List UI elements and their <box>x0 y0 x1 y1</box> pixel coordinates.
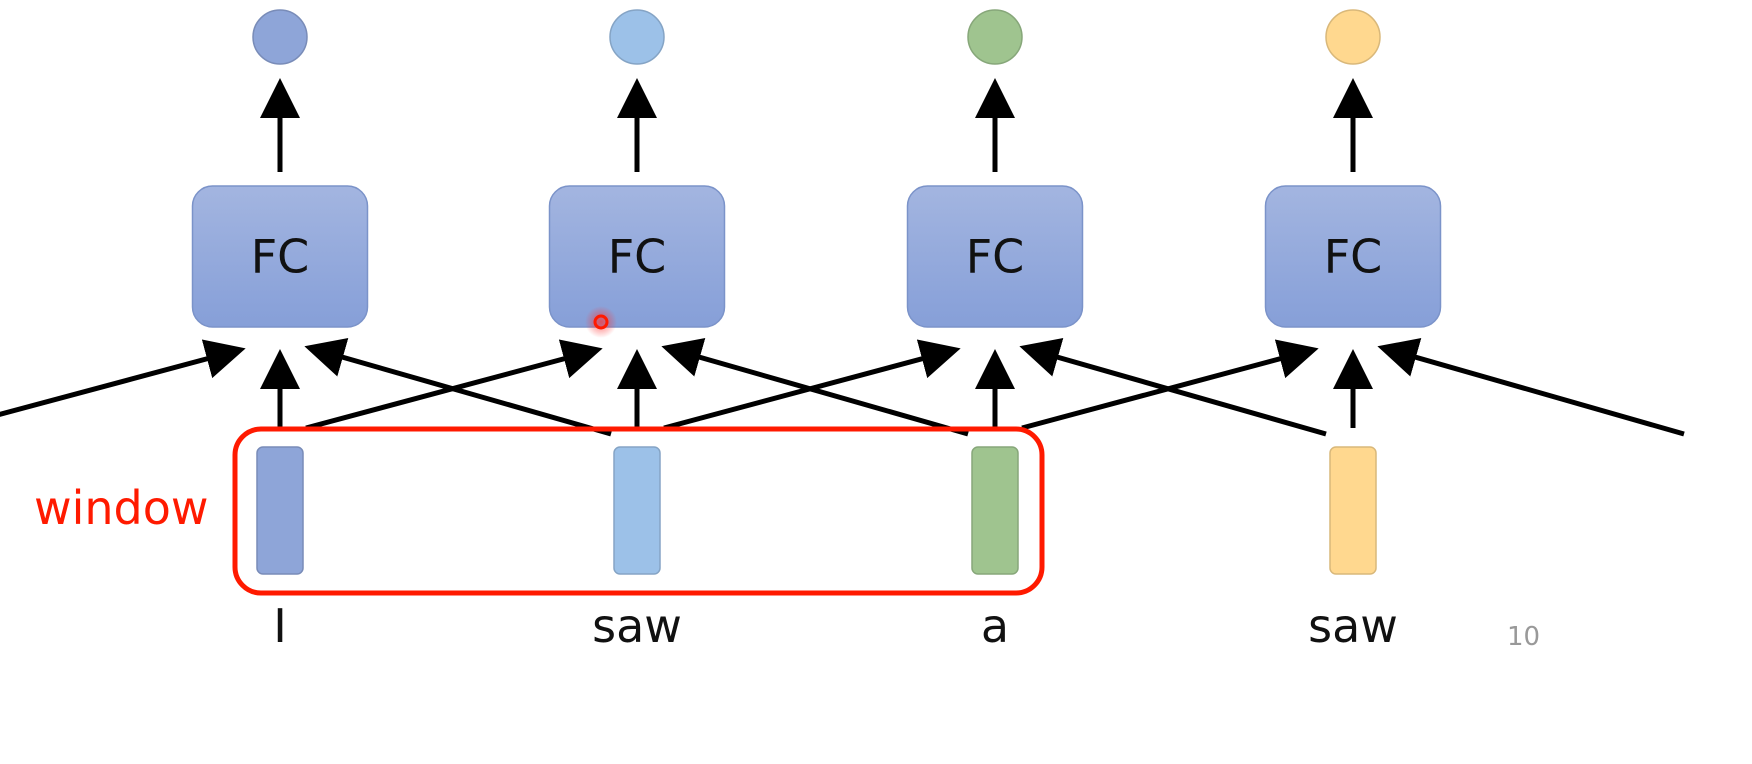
input-arrow-from-next <box>661 338 969 437</box>
fc-block-label: FC <box>1324 230 1383 284</box>
fc-block: FC <box>191 185 369 328</box>
word-label: saw <box>1308 599 1398 653</box>
output-nodes <box>252 9 1381 65</box>
input-arrow-from-next <box>304 338 612 437</box>
output-node <box>252 9 308 65</box>
output-node <box>967 9 1023 65</box>
input-arrow-from-next <box>1377 338 1685 437</box>
word-vector <box>256 446 304 575</box>
input-arrow-from-previous <box>663 339 961 431</box>
input-arrow-from-previous <box>1021 339 1319 431</box>
word-vector <box>1329 446 1377 575</box>
input-arrow-from-previous <box>305 339 603 431</box>
fc-block-body <box>906 185 1084 328</box>
fc-block-label: FC <box>608 230 667 284</box>
edges-layer <box>0 78 1685 437</box>
window-label: window <box>34 481 209 535</box>
fc-block-body <box>1264 185 1442 328</box>
fc-layer: FC FC FC FC <box>191 185 1442 328</box>
fc-block: FC <box>1264 185 1442 328</box>
page-number: 10 <box>1507 622 1540 652</box>
pointer-cursor <box>585 306 617 338</box>
word-label: I <box>273 599 287 653</box>
fc-block-body <box>548 185 726 328</box>
fc-block-body <box>191 185 369 328</box>
fc-block-label: FC <box>251 230 310 284</box>
fc-block: FC <box>906 185 1084 328</box>
fc-block-label: FC <box>966 230 1025 284</box>
output-node <box>609 9 665 65</box>
input-arrow-from-previous <box>0 339 246 417</box>
fc-block: FC <box>548 185 726 328</box>
window-box <box>232 426 1045 596</box>
word-vectors <box>256 446 1377 575</box>
word-label: saw <box>592 599 682 653</box>
word-label: a <box>981 599 1009 653</box>
word-vector <box>971 446 1019 575</box>
output-node <box>1325 9 1381 65</box>
input-arrow-from-next <box>1019 338 1327 437</box>
word-vector <box>613 446 661 575</box>
